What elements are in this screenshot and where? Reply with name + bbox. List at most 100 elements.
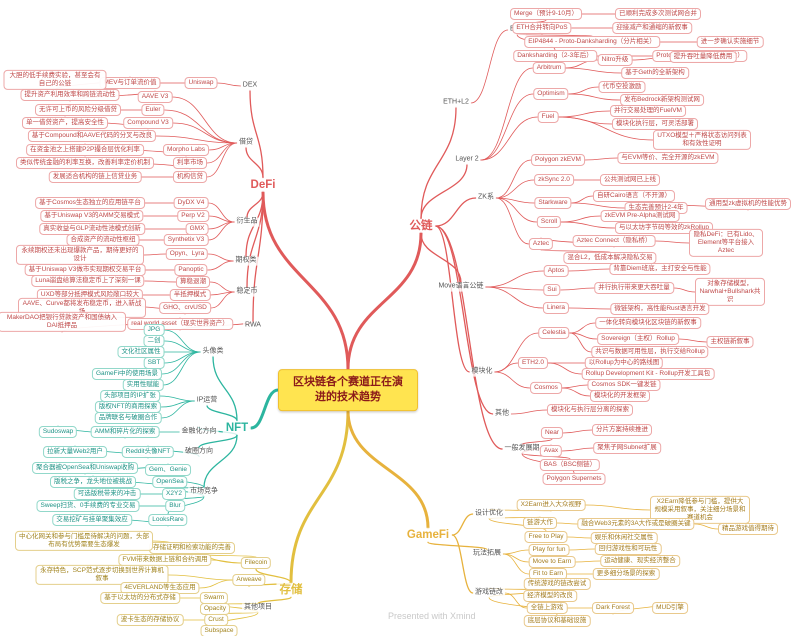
mindmap-node[interactable]: 隐私DeFi：已有Lido、Element等平台接入Aztec xyxy=(689,228,763,258)
mindmap-node[interactable]: 更多细分场景的探索 xyxy=(592,567,660,581)
mindmap-node[interactable]: MUD引擎 xyxy=(652,601,688,615)
mindmap-node[interactable]: 并行执行带来更大吞吐量 xyxy=(594,281,674,295)
mindmap-node[interactable]: Arbitrum xyxy=(532,61,566,75)
mindmap-node[interactable]: Gem、Genie xyxy=(145,463,191,477)
mindmap-node[interactable]: 聚合器被OpenSea和Uniswap收购 xyxy=(32,461,138,475)
mindmap-node[interactable]: 模块化的开发框架 xyxy=(590,389,650,403)
mindmap-node[interactable]: 模块化与执行层分离的探索 xyxy=(547,403,633,417)
mindmap-node[interactable]: Perp V2 xyxy=(177,209,209,223)
mindmap-node[interactable]: 永存特色，SCP范式逐步切换到世界计算机叙事 xyxy=(35,564,169,586)
mindmap-node[interactable]: Polygon Supernets xyxy=(542,472,606,486)
mindmap-node[interactable]: Sui xyxy=(543,283,561,297)
mindmap-node[interactable]: Luna崩盘给算法稳定币上了深刻一课 xyxy=(31,274,145,288)
mindmap-node[interactable]: 一般发展期 xyxy=(502,444,542,454)
mindmap-node[interactable]: Sovereign（主权）Rollup xyxy=(597,332,679,346)
mindmap-node[interactable]: 稳定币 xyxy=(234,287,260,297)
mindmap-node[interactable]: RWA xyxy=(243,321,263,331)
mindmap-node[interactable]: Polygon zkEVM xyxy=(531,153,585,167)
mindmap-node[interactable]: 借贷 xyxy=(237,138,255,148)
mindmap-node[interactable]: 自研Cairo语言（不开源） xyxy=(592,189,676,203)
center-topic[interactable]: 区块链各个赛道正在演进的技术趋势 xyxy=(278,369,418,411)
mindmap-node[interactable]: 破圈方向 xyxy=(183,447,215,457)
mindmap-node[interactable]: 微链架构，高性能Rust语言开发 xyxy=(610,302,710,316)
mindmap-node[interactable]: 版税之争，龙头地位被挑战 xyxy=(50,475,136,489)
mindmap-node[interactable]: Sweep扫货、0手续费的专业交易 xyxy=(36,499,140,513)
mindmap-node[interactable]: Fuel xyxy=(537,110,559,124)
mindmap-node[interactable]: Opyn、Lyra xyxy=(165,247,209,261)
mindmap-node[interactable]: 精品游戏值得期待 xyxy=(718,522,778,536)
mindmap-node[interactable]: 存储证明和检索功能的完善 xyxy=(149,541,235,555)
mindmap-node[interactable]: X2Earn进入大众视野 xyxy=(516,498,586,512)
mindmap-node[interactable]: Compound V3 xyxy=(123,116,173,130)
mindmap-node[interactable]: 可选版税带来的冲击 xyxy=(73,487,141,501)
mindmap-node[interactable]: 提升吞吐量降低费用 xyxy=(669,50,737,64)
mindmap-node[interactable]: 设计优化 xyxy=(473,509,505,519)
mindmap-node[interactable]: 波卡生态的存储协议 xyxy=(116,613,184,627)
mindmap-node[interactable]: Aztec Connect（隐私桥） xyxy=(572,234,656,248)
mindmap-node[interactable]: 迎接减产和通缩的新叙事 xyxy=(612,21,692,35)
mindmap-node[interactable]: 经济模型的改良 xyxy=(523,589,577,603)
mindmap-node[interactable]: JPG xyxy=(143,323,165,337)
mindmap-node[interactable]: 玩法拓展 xyxy=(471,549,503,559)
mindmap-node[interactable]: 模块化执行层，可灵活部署 xyxy=(612,117,698,131)
mindmap-node[interactable]: 基于Cosmos生态独立的应用链平台 xyxy=(35,196,145,210)
mindmap-node[interactable]: EIP4844 - Proto-Danksharding（分片相关） xyxy=(524,35,660,49)
mindmap-node[interactable]: 一体化转向模块化区块链的新叙事 xyxy=(595,316,701,330)
mindmap-node[interactable]: 期权类 xyxy=(233,256,259,266)
mindmap-node[interactable]: Starkware xyxy=(534,196,572,210)
mindmap-node[interactable]: 运动健康、现实经济整合 xyxy=(600,554,680,568)
mindmap-node[interactable]: 单一借贷资产，提高安全性 xyxy=(22,116,108,130)
mindmap-node[interactable]: 基于Compound和AAVE代码的分叉与改良 xyxy=(27,129,157,143)
mindmap-node[interactable]: zkSync 2.0 xyxy=(534,173,574,187)
mindmap-node[interactable]: Euler xyxy=(141,103,165,117)
mindmap-node[interactable]: Scroll xyxy=(536,215,562,229)
mindmap-node[interactable]: 模块化 xyxy=(469,367,495,377)
mindmap-node[interactable]: 其他 xyxy=(493,409,511,419)
mindmap-node[interactable]: Aztec xyxy=(528,237,554,251)
mindmap-node[interactable]: ETH合并转向PoS xyxy=(512,21,572,35)
mindmap-node[interactable]: Danksharding（2-3年后） xyxy=(513,49,597,63)
mindmap-node[interactable]: 基于Geth的全新架构 xyxy=(621,66,689,80)
mindmap-node[interactable]: 背靠Diem班底，主打安全与性能 xyxy=(609,262,711,276)
mindmap-node[interactable]: GHO、crvUSD xyxy=(159,301,211,315)
mindmap-node[interactable]: Free to Play xyxy=(524,530,568,544)
mindmap-node[interactable]: 链游大作 xyxy=(523,516,557,530)
mindmap-node[interactable]: Morpho Labs xyxy=(163,143,209,157)
mindmap-node[interactable]: Dark Forest xyxy=(592,601,634,615)
mindmap-node[interactable]: 类似传统金融的利率互换，改善利率定价机制 xyxy=(16,156,154,170)
mindmap-node[interactable]: 算稳退潮 xyxy=(176,275,210,289)
mindmap-node[interactable]: 中心化网关和参与门槛是待解决的问题，头部布局有优势需要生态爆发 xyxy=(15,530,153,552)
mindmap-node[interactable]: 在资金池之上搭建P2P撮合层优化利率 xyxy=(26,143,144,157)
mindmap-node[interactable]: 全链上游戏 xyxy=(526,601,568,615)
mindmap-node[interactable]: X2Earn降低参与门槛，提供大规模采用叙事，关注细分场景和赛道机会 xyxy=(650,495,750,525)
mindmap-node[interactable]: 半抵押模式 xyxy=(169,288,211,302)
mindmap-node[interactable]: UTXO模型＋严格状态访问列表和有效性证明 xyxy=(653,129,751,151)
mindmap-node[interactable]: 对象存储模型，Narwhal+Bullshark共识 xyxy=(695,277,765,307)
mindmap-node[interactable]: 主权链新叙事 xyxy=(706,335,754,349)
mindmap-node[interactable]: 无许可上币的风险分级借贷 xyxy=(35,103,121,117)
mindmap-node[interactable]: IP运营 xyxy=(194,396,220,406)
mindmap-node[interactable]: ZK系 xyxy=(476,193,496,203)
mindmap-node[interactable]: 回归游戏性和可玩性 xyxy=(594,542,662,556)
mindmap-node[interactable]: 市场竞争 xyxy=(188,487,220,497)
mindmap-node[interactable]: Sudoswap xyxy=(38,425,78,439)
mindmap-node[interactable]: DEX xyxy=(240,81,260,91)
mindmap-node[interactable]: 与EVM等价、完全开源的zkEVM xyxy=(617,151,719,165)
mindmap-node[interactable]: 基于以太坊的分布式存储 xyxy=(100,591,180,605)
mindmap-node[interactable]: Subspace xyxy=(200,624,238,636)
mindmap-node[interactable]: Play for fun xyxy=(528,543,570,557)
mindmap-node[interactable]: MEV与订单流价值 xyxy=(99,76,161,90)
mindmap-node[interactable]: Synthetix V3 xyxy=(163,233,209,247)
mindmap-node[interactable]: Optimism xyxy=(533,87,569,101)
branch-gamefi[interactable]: GameFi xyxy=(403,527,453,543)
mindmap-node[interactable]: 游戏链改 xyxy=(473,588,505,598)
mindmap-node[interactable]: Nitro升级 xyxy=(597,53,633,67)
mindmap-node[interactable]: 与以太坊字节码等效的zkRollup xyxy=(615,221,713,235)
mindmap-node[interactable]: 进一步确认实施细节 xyxy=(696,35,764,49)
mindmap-node[interactable]: Celestia xyxy=(538,326,570,340)
mindmap-node[interactable]: Avax xyxy=(539,444,563,458)
mindmap-node[interactable]: AMM和碎片化的探索 xyxy=(90,425,160,439)
branch-public-chain[interactable]: 公链 xyxy=(406,218,436,234)
mindmap-node[interactable]: 传统游戏的链改尝试 xyxy=(523,577,591,591)
mindmap-node[interactable]: Layer 2 xyxy=(453,155,481,165)
